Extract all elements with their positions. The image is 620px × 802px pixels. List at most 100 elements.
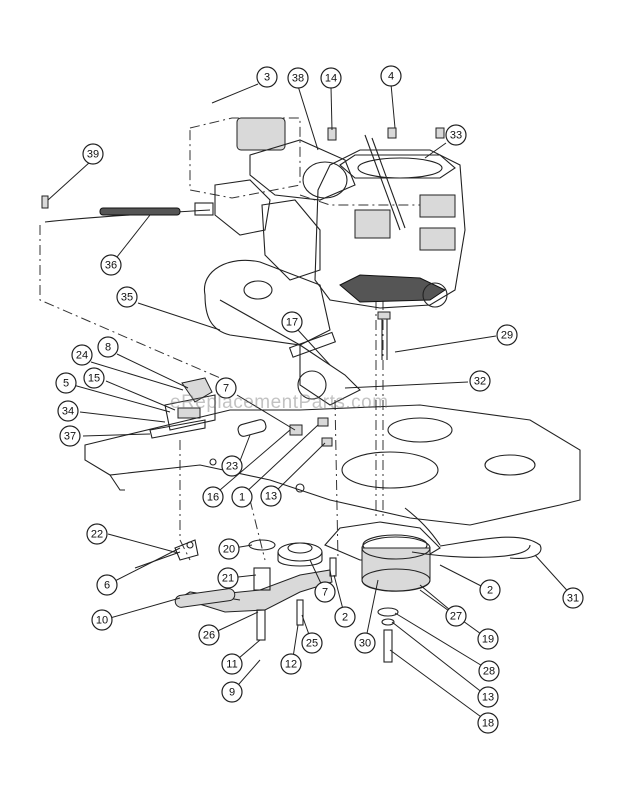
throttle-cable bbox=[41, 195, 214, 223]
callout-33: 33 bbox=[445, 124, 467, 146]
callout-19: 19 bbox=[477, 628, 499, 650]
callout-circle bbox=[287, 67, 309, 89]
callout-2b: 2 bbox=[479, 579, 501, 601]
callout-21: 21 bbox=[217, 567, 239, 589]
callout-15: 15 bbox=[83, 367, 105, 389]
callout-number: 36 bbox=[105, 260, 117, 272]
callout-number: 12 bbox=[285, 659, 297, 671]
callout-number: 35 bbox=[121, 292, 133, 304]
callout-circle bbox=[116, 286, 138, 308]
callout-7b: 7 bbox=[314, 581, 336, 603]
callout-number: 28 bbox=[483, 666, 495, 678]
callout-number: 15 bbox=[88, 373, 100, 385]
callout-circle bbox=[445, 124, 467, 146]
pto-clutch bbox=[324, 507, 542, 663]
callout-circle bbox=[221, 653, 243, 675]
callout-36: 36 bbox=[100, 254, 122, 276]
callout-circle bbox=[479, 579, 501, 601]
callout-circle bbox=[57, 400, 79, 422]
callout-number: 17 bbox=[286, 317, 298, 329]
callout-number: 14 bbox=[325, 73, 337, 85]
callout-circle bbox=[445, 605, 467, 627]
callout-25: 25 bbox=[301, 632, 323, 654]
callout-30: 30 bbox=[354, 632, 376, 654]
callout-circle bbox=[96, 574, 118, 596]
callout-4: 4 bbox=[380, 65, 402, 87]
callout-circle bbox=[217, 567, 239, 589]
phantom-lines bbox=[39, 117, 430, 561]
callout-circle bbox=[469, 370, 491, 392]
callout-circle bbox=[91, 609, 113, 631]
callout-7a: 7 bbox=[215, 377, 237, 399]
callout-circle bbox=[562, 587, 584, 609]
callout-circle bbox=[221, 455, 243, 477]
callout-circle bbox=[215, 377, 237, 399]
linkage-bracket bbox=[134, 539, 199, 569]
callout-9: 9 bbox=[221, 681, 243, 703]
callout-number: 11 bbox=[226, 659, 237, 671]
callout-24: 24 bbox=[71, 344, 93, 366]
callout-22: 22 bbox=[86, 523, 108, 545]
callout-number: 25 bbox=[306, 638, 318, 650]
callout-circle bbox=[55, 372, 77, 394]
callout-number: 27 bbox=[450, 611, 462, 623]
frame-plate bbox=[84, 404, 581, 526]
callout-circle bbox=[301, 632, 323, 654]
callout-number: 20 bbox=[223, 544, 235, 556]
callout-circle bbox=[314, 581, 336, 603]
callout-circle bbox=[477, 712, 499, 734]
callout-18: 18 bbox=[477, 712, 499, 734]
callout-circle bbox=[83, 367, 105, 389]
callout-circle bbox=[100, 254, 122, 276]
callout-number: 13 bbox=[482, 692, 494, 704]
callout-circle bbox=[260, 485, 282, 507]
callout-number: 9 bbox=[229, 687, 235, 699]
callout-circle bbox=[496, 324, 518, 346]
callout-circle bbox=[59, 425, 81, 447]
clutch-bracket bbox=[149, 377, 216, 439]
callout-6: 6 bbox=[96, 574, 118, 596]
callout-5: 5 bbox=[55, 372, 77, 394]
callout-number: 4 bbox=[388, 71, 394, 83]
callout-16: 16 bbox=[202, 486, 224, 508]
callout-number: 3 bbox=[264, 72, 270, 84]
engine-assembly bbox=[314, 127, 466, 309]
air-intake bbox=[214, 117, 356, 281]
exhaust-pipe bbox=[237, 417, 333, 493]
callout-circle bbox=[256, 66, 278, 88]
callout-circle bbox=[231, 486, 253, 508]
callout-circle bbox=[380, 65, 402, 87]
callout-number: 26 bbox=[203, 630, 215, 642]
callout-circle bbox=[221, 681, 243, 703]
callout-number: 18 bbox=[482, 718, 494, 730]
callout-circle bbox=[218, 538, 240, 560]
callout-3: 3 bbox=[256, 66, 278, 88]
callout-1: 1 bbox=[231, 486, 253, 508]
callout-11: 11 bbox=[221, 653, 243, 675]
crank-bolt bbox=[377, 311, 391, 360]
callout-circle bbox=[198, 624, 220, 646]
callout-8: 8 bbox=[97, 336, 119, 358]
callout-number: 10 bbox=[96, 615, 108, 627]
callout-circle bbox=[354, 632, 376, 654]
callout-number: 37 bbox=[64, 431, 76, 443]
callout-circle bbox=[477, 628, 499, 650]
callout-number: 16 bbox=[207, 492, 219, 504]
callout-35: 35 bbox=[116, 286, 138, 308]
callout-13b: 13 bbox=[477, 686, 499, 708]
callout-20: 20 bbox=[218, 538, 240, 560]
callout-10: 10 bbox=[91, 609, 113, 631]
callout-37: 37 bbox=[59, 425, 81, 447]
callout-31: 31 bbox=[562, 587, 584, 609]
callout-14: 14 bbox=[320, 67, 342, 89]
callout-number: 33 bbox=[450, 130, 462, 142]
callout-13a: 13 bbox=[260, 485, 282, 507]
callout-circle bbox=[71, 344, 93, 366]
callout-27: 27 bbox=[445, 605, 467, 627]
callout-12: 12 bbox=[280, 653, 302, 675]
callout-circle bbox=[320, 67, 342, 89]
callout-number: 29 bbox=[501, 330, 513, 342]
callout-29: 29 bbox=[496, 324, 518, 346]
callout-2a: 2 bbox=[334, 606, 356, 628]
